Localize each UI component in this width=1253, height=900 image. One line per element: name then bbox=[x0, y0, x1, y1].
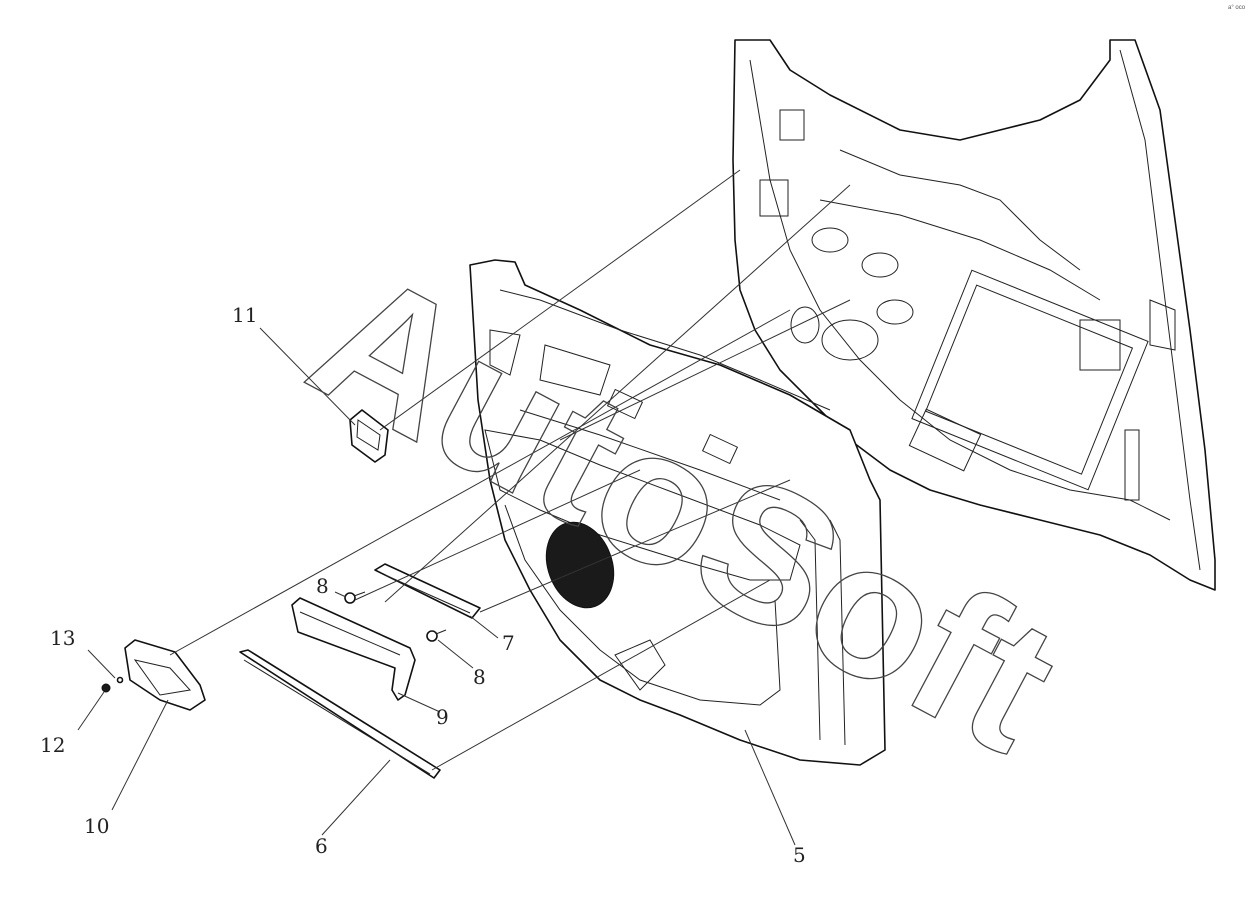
callout-13: 13 bbox=[50, 626, 75, 650]
switch-bezel bbox=[349, 409, 389, 463]
door-trim-panel bbox=[469, 259, 886, 766]
screw-lower bbox=[426, 629, 447, 642]
door-inner-frame bbox=[732, 39, 1216, 591]
armrest-handle bbox=[291, 597, 416, 701]
callout-10: 10 bbox=[84, 814, 109, 838]
callout-12: 12 bbox=[40, 733, 65, 757]
molding-strip bbox=[239, 649, 441, 779]
screw-upper bbox=[344, 591, 366, 604]
clip-13 bbox=[116, 676, 124, 684]
callout-9: 9 bbox=[436, 705, 449, 729]
callout-7: 7 bbox=[502, 631, 515, 655]
assembly-lines bbox=[169, 169, 851, 771]
callout-6: 6 bbox=[315, 834, 328, 858]
callout-8-upper: 8 bbox=[316, 574, 329, 598]
cap-12 bbox=[101, 683, 111, 693]
callout-8-lower: 8 bbox=[473, 665, 486, 689]
callout-11: 11 bbox=[232, 303, 257, 327]
corner-mark: a° oco bbox=[1228, 5, 1246, 11]
bracket bbox=[374, 563, 481, 619]
callout-leaders bbox=[77, 327, 796, 846]
callout-5: 5 bbox=[793, 843, 806, 867]
inner-handle bbox=[124, 639, 206, 711]
